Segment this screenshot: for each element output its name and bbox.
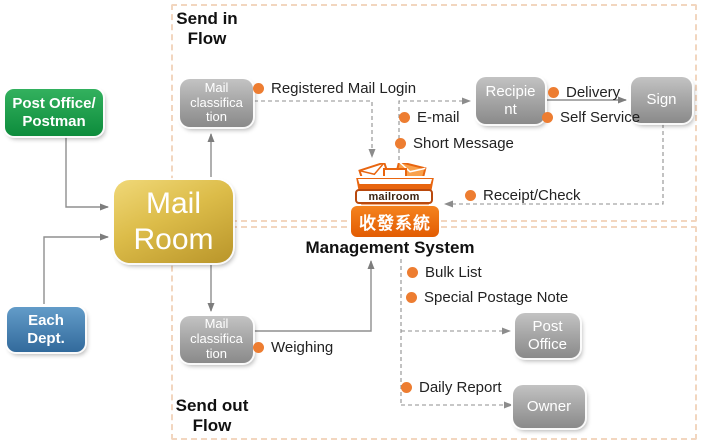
flow-label-text: Special Postage Note <box>424 288 569 306</box>
bullet-icon <box>401 381 412 393</box>
bullet-icon <box>465 189 476 201</box>
node-mail-classification-out: Mail classifica tion <box>180 316 253 363</box>
panel-title-send-in: Send in Flow <box>176 9 238 49</box>
flow-label-receipt-check: Receipt/Check <box>465 186 581 204</box>
bullet-icon <box>395 137 406 149</box>
node-sign: Sign <box>631 77 692 123</box>
flow-label-text: Registered Mail Login <box>271 79 417 97</box>
mailroom-system-icon: mailroom 收發系統 <box>351 163 439 237</box>
flow-label-special-postage-note: Special Postage Note <box>406 288 568 306</box>
flow-label-daily-report: Daily Report <box>401 378 502 396</box>
panel-title-send-out: Send out Flow <box>175 396 249 436</box>
node-each-dept: Each Dept. <box>7 307 85 352</box>
flow-label-email: E-mail <box>399 108 460 126</box>
node-recipient: Recipie nt <box>476 77 545 124</box>
flow-label-registered-mail-login: Registered Mail Login <box>253 79 416 97</box>
flow-label-delivery: Delivery <box>548 83 620 101</box>
mailroom-badge: mailroom <box>355 189 433 204</box>
flow-label-text: Bulk List <box>425 263 482 281</box>
flow-label-weighing: Weighing <box>253 338 333 356</box>
node-owner: Owner <box>513 385 585 428</box>
flow-label-text: E-mail <box>417 108 460 126</box>
flow-label-bulk-list: Bulk List <box>407 263 482 281</box>
flow-label-text: Daily Report <box>419 378 502 396</box>
system-banner-chinese: 收發系統 <box>351 206 439 237</box>
arrow-postoffice-to-mailroom <box>65 137 109 211</box>
flow-label-self-service: Self Service <box>542 108 640 126</box>
flow-label-text: Delivery <box>566 83 621 101</box>
node-mail-room: Mail Room <box>114 180 233 263</box>
flow-label-text: Weighing <box>271 338 334 356</box>
flow-label-text: Self Service <box>560 108 641 126</box>
arrow-eachdept-to-mailroom <box>43 233 109 304</box>
bullet-icon <box>253 82 264 94</box>
bullet-icon <box>399 111 410 123</box>
bullet-icon <box>406 291 417 303</box>
flow-label-short-message: Short Message <box>395 134 514 152</box>
bullet-icon <box>407 266 418 278</box>
flow-label-text: Short Message <box>413 134 514 152</box>
bullet-icon <box>548 86 559 98</box>
flow-label-text: Receipt/Check <box>483 186 581 204</box>
bullet-icon <box>253 341 264 353</box>
management-system-caption: Management System <box>305 238 475 257</box>
node-post-office-postman: Post Office/ Postman <box>5 89 103 136</box>
bullet-icon <box>542 111 553 123</box>
node-post-office: Post Office <box>515 313 580 358</box>
node-mail-classification-in: Mail classifica tion <box>180 79 253 127</box>
